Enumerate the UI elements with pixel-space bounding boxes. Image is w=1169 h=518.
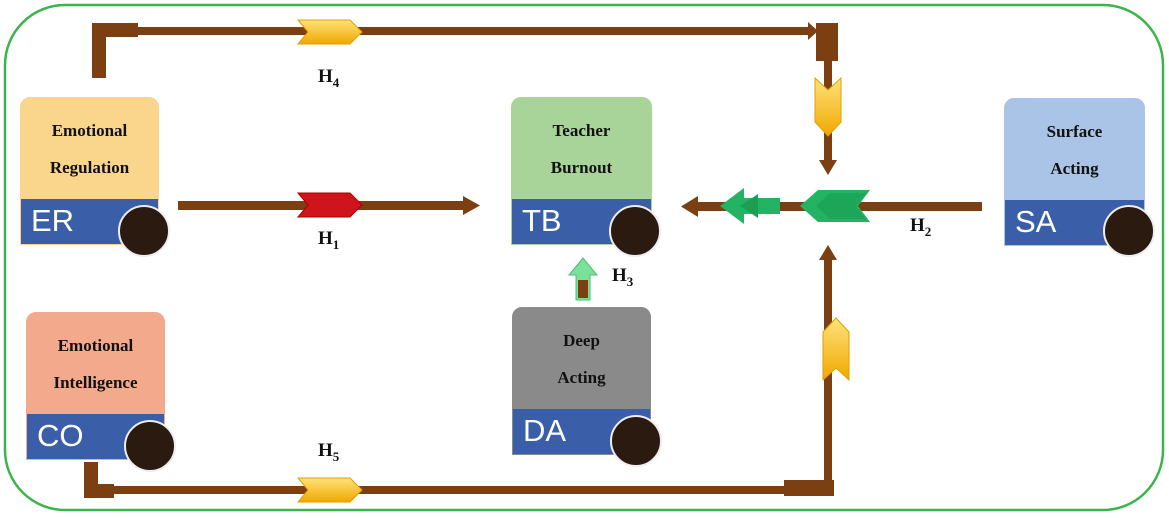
h2-chevron-shadow bbox=[816, 193, 866, 219]
path-h5 bbox=[84, 245, 837, 498]
box-title: Teacher Burnout bbox=[512, 98, 651, 199]
label-h5: H5 bbox=[318, 440, 339, 465]
h5-chevron bbox=[296, 477, 363, 503]
hypothesis-base: H bbox=[318, 66, 333, 87]
hypothesis-sub: 4 bbox=[332, 74, 340, 90]
label-h1: H1 bbox=[318, 228, 339, 253]
label-h3: H3 bbox=[612, 265, 633, 290]
box-title-line: Teacher bbox=[552, 120, 611, 140]
box-title: Emotional Intelligence bbox=[27, 313, 164, 414]
box-title: Surface Acting bbox=[1005, 99, 1144, 200]
hypothesis-sub: 2 bbox=[924, 223, 932, 239]
construct-code: ER bbox=[31, 203, 75, 238]
outer-frame bbox=[3, 3, 1165, 512]
logo-badge-icon bbox=[1103, 205, 1155, 257]
h4-chevron-down bbox=[814, 76, 842, 137]
hypothesis-base: H bbox=[318, 228, 333, 249]
hypothesis-base: H bbox=[910, 215, 925, 236]
construct-code: TB bbox=[522, 203, 562, 238]
logo-badge-icon bbox=[609, 205, 661, 257]
hypothesis-sub: 3 bbox=[626, 273, 634, 289]
label-h4: H4 bbox=[318, 66, 339, 91]
box-title-line: Acting bbox=[1050, 158, 1099, 178]
hypothesis-sub: 1 bbox=[332, 236, 340, 252]
label-h2: H2 bbox=[910, 215, 931, 240]
logo-badge-icon bbox=[124, 420, 176, 472]
h1-chevron bbox=[296, 192, 363, 218]
box-title-line: Emotional bbox=[57, 335, 134, 355]
path-h4 bbox=[92, 22, 838, 175]
box-title-line: Deep bbox=[563, 330, 600, 350]
h3-arrow-base bbox=[578, 280, 588, 298]
construct-code: SA bbox=[1015, 204, 1057, 239]
hypothesis-base: H bbox=[612, 265, 627, 286]
logo-badge-icon bbox=[118, 205, 170, 257]
hypothesis-sub: 5 bbox=[332, 448, 340, 464]
box-title-line: Regulation bbox=[49, 157, 130, 177]
box-title-line: Burnout bbox=[550, 157, 613, 177]
box-title-line: Acting bbox=[557, 367, 606, 387]
box-title: Deep Acting bbox=[513, 308, 650, 409]
h2-chevron-main bbox=[800, 190, 870, 222]
box-title-line: Surface bbox=[1046, 121, 1103, 141]
h4-chevron-top bbox=[296, 19, 363, 45]
h3-arrow bbox=[567, 257, 599, 301]
h5-chevron-up bbox=[822, 317, 850, 382]
construct-code: DA bbox=[523, 413, 567, 448]
hypothesis-base: H bbox=[318, 440, 333, 461]
h2-arrow-left-inner bbox=[740, 194, 758, 218]
box-title-line: Intelligence bbox=[53, 372, 138, 392]
box-title: Emotional Regulation bbox=[21, 98, 158, 199]
construct-code: CO bbox=[37, 418, 84, 453]
box-title-line: Emotional bbox=[51, 120, 128, 140]
logo-badge-icon bbox=[610, 415, 662, 467]
